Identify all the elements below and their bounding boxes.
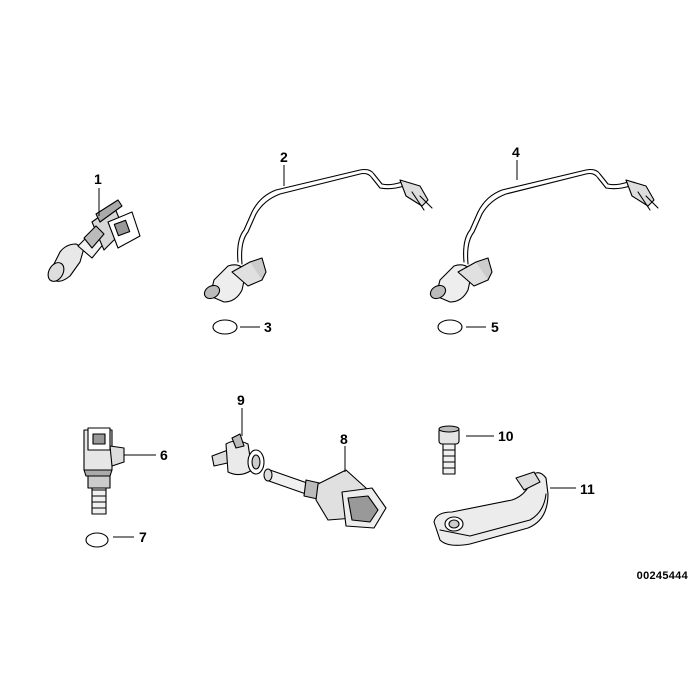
part-4-sensor-cable[interactable] [428, 168, 659, 303]
part-3-o-ring[interactable] [212, 319, 238, 335]
part-9-clip[interactable] [211, 433, 265, 476]
callout-5: 5 [491, 319, 499, 335]
callout-8: 8 [340, 431, 348, 447]
part-7-o-ring[interactable] [85, 532, 109, 548]
callout-1: 1 [94, 171, 102, 187]
callout-10: 10 [498, 428, 514, 444]
callout-6: 6 [160, 447, 168, 463]
callout-4: 4 [512, 144, 520, 160]
document-number: 00245444 [636, 570, 688, 582]
part-11-bracket[interactable] [433, 471, 549, 546]
part-2-sensor-cable[interactable] [202, 168, 433, 303]
part-6-sensor[interactable] [83, 427, 125, 515]
callout-9: 9 [237, 392, 245, 408]
part-1-temperature-sensor[interactable] [45, 199, 141, 284]
part-10-bolt[interactable] [438, 425, 460, 475]
callout-7: 7 [139, 529, 147, 545]
part-5-o-ring[interactable] [437, 319, 463, 335]
part-8-sensor[interactable] [263, 468, 387, 529]
callout-2: 2 [280, 149, 288, 165]
callout-3: 3 [264, 319, 272, 335]
callout-11: 11 [580, 481, 595, 497]
